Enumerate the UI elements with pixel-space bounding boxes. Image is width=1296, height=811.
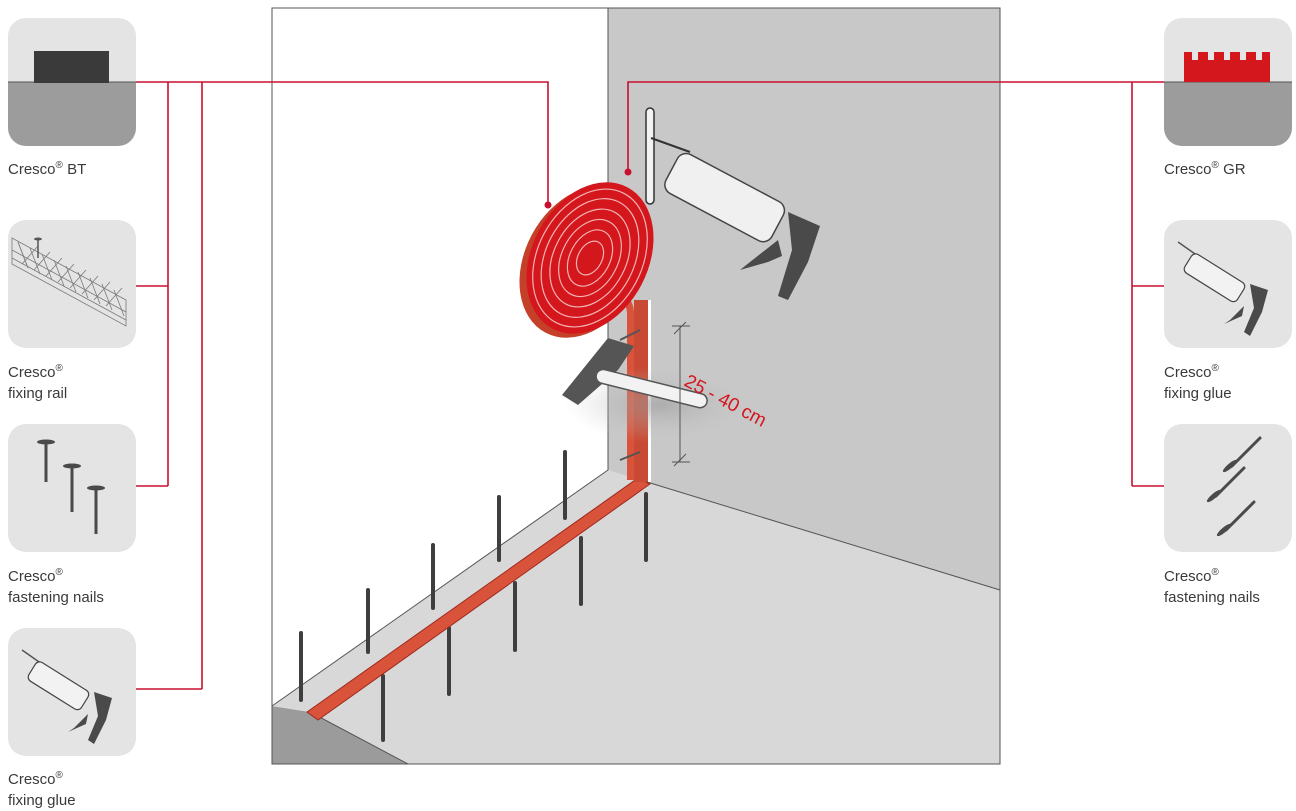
label-cresco-fixing-glue-left: Cresco® fixing glue	[8, 770, 76, 809]
dimension-indicator	[672, 321, 690, 467]
label-cresco-fixing-glue-right: Cresco® fixing glue	[1164, 363, 1232, 402]
tile-cresco-bt	[8, 18, 136, 146]
red-grooved-strip-on-base-icon	[1164, 52, 1292, 146]
caulk-gun-icon	[1177, 241, 1268, 336]
tile-cresco-fixing-glue-right	[1164, 220, 1292, 348]
black-block-on-base-icon	[8, 51, 136, 146]
caulk-gun-icon	[21, 649, 112, 744]
caulk-gun	[645, 107, 820, 300]
tile-cresco-fastening-nails-right	[1164, 424, 1292, 552]
tape-roll	[519, 182, 654, 338]
rebar-rods	[299, 450, 648, 742]
tilted-nails-icon	[1206, 436, 1262, 537]
label-cresco-fastening-nails-left: Cresco® fastening nails	[8, 567, 104, 606]
hammer	[562, 329, 755, 461]
tile-cresco-fastening-nails-left	[8, 424, 136, 552]
label-cresco-gr: Cresco® GR	[1164, 160, 1246, 178]
tile-cresco-fixing-glue-left	[8, 628, 136, 756]
label-cresco-fastening-nails-right: Cresco® fastening nails	[1164, 567, 1260, 606]
mesh-rail-icon	[11, 237, 127, 327]
connector-lines	[136, 81, 1164, 690]
connector-dot	[544, 201, 552, 209]
room	[271, 7, 1001, 765]
tile-cresco-fixing-rail	[8, 220, 136, 348]
label-cresco-bt: Cresco® BT	[8, 160, 87, 178]
connector-dot	[624, 168, 632, 176]
tile-cresco-gr	[1164, 18, 1292, 146]
nails-icon	[37, 439, 105, 534]
label-cresco-fixing-rail: Cresco® fixing rail	[8, 363, 68, 402]
